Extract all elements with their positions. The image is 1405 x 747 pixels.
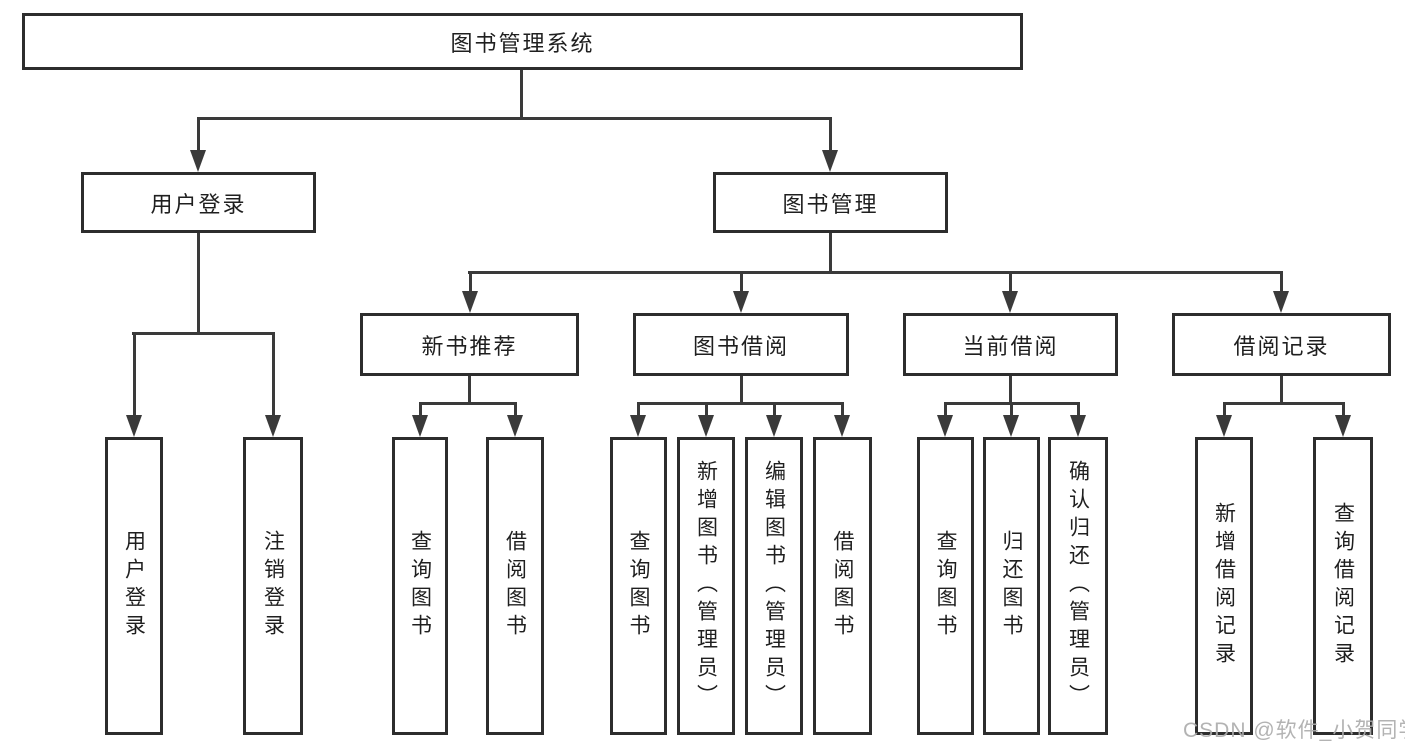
- arrow-head-icon: [1003, 415, 1019, 437]
- leaf-add-books-admin: 新增图书（管理员）: [677, 437, 735, 735]
- edge-line: [419, 402, 422, 417]
- node-new-book-recommend: 新书推荐: [360, 313, 579, 376]
- edge-line: [1280, 376, 1283, 405]
- node-user-login: 用户登录: [81, 172, 316, 233]
- edge-line: [520, 70, 523, 118]
- arrow-head-icon: [630, 415, 646, 437]
- edge-line: [637, 402, 640, 417]
- edge-line: [197, 117, 831, 120]
- arrow-head-icon: [834, 415, 850, 437]
- arrow-head-icon: [733, 291, 749, 313]
- node-book-management: 图书管理: [713, 172, 948, 233]
- leaf-query-books-current: 查询图书: [917, 437, 974, 735]
- edge-line: [468, 376, 471, 405]
- edge-line: [705, 402, 708, 417]
- leaf-logout-login: 注销登录: [243, 437, 303, 735]
- edge-line: [1077, 402, 1080, 417]
- leaf-confirm-return-admin: 确认归还（管理员）: [1048, 437, 1108, 735]
- edge-line: [133, 332, 136, 417]
- edge-line: [841, 402, 844, 417]
- edge-line: [740, 376, 743, 405]
- arrow-head-icon: [462, 291, 478, 313]
- edge-line: [468, 271, 1282, 274]
- node-current-borrowing: 当前借阅: [903, 313, 1118, 376]
- arrow-head-icon: [265, 415, 281, 437]
- leaf-borrow-books-recommend: 借阅图书: [486, 437, 544, 735]
- arrow-head-icon: [190, 150, 206, 172]
- arrow-head-icon: [822, 150, 838, 172]
- edge-line: [944, 402, 947, 417]
- arrow-head-icon: [698, 415, 714, 437]
- node-borrow-records: 借阅记录: [1172, 313, 1391, 376]
- arrow-head-icon: [126, 415, 142, 437]
- edge-line: [1009, 271, 1012, 293]
- node-book-borrowing: 图书借阅: [633, 313, 849, 376]
- edge-line: [1342, 402, 1345, 417]
- leaf-query-books-recommend: 查询图书: [392, 437, 448, 735]
- arrow-head-icon: [766, 415, 782, 437]
- edge-line: [419, 402, 516, 405]
- arrow-head-icon: [1070, 415, 1086, 437]
- edge-line: [829, 117, 832, 152]
- edge-line: [1280, 271, 1283, 293]
- edge-line: [1009, 376, 1012, 405]
- leaf-return-books: 归还图书: [983, 437, 1040, 735]
- edge-line: [1223, 402, 1226, 417]
- csdn-watermark: CSDN @软件_小贺同学: [1183, 719, 1405, 742]
- leaf-query-books-borrowing: 查询图书: [610, 437, 667, 735]
- leaf-user-login: 用户登录: [105, 437, 163, 735]
- arrow-head-icon: [1335, 415, 1351, 437]
- arrow-head-icon: [1216, 415, 1232, 437]
- arrow-head-icon: [412, 415, 428, 437]
- edge-line: [197, 117, 200, 152]
- edge-line: [132, 332, 274, 335]
- leaf-borrow-books-borrowing: 借阅图书: [813, 437, 872, 735]
- edge-line: [197, 233, 200, 335]
- leaf-edit-books-admin: 编辑图书（管理员）: [745, 437, 803, 735]
- node-root: 图书管理系统: [22, 13, 1023, 70]
- edge-line: [272, 332, 275, 417]
- arrow-head-icon: [937, 415, 953, 437]
- edge-line: [514, 402, 517, 417]
- edge-line: [469, 271, 472, 293]
- edge-line: [829, 233, 832, 273]
- edge-line: [1223, 402, 1344, 405]
- leaf-query-borrow-record: 查询借阅记录: [1313, 437, 1373, 735]
- edge-line: [773, 402, 776, 417]
- leaf-add-borrow-record: 新增借阅记录: [1195, 437, 1253, 735]
- edge-line: [1010, 402, 1013, 417]
- arrow-head-icon: [1002, 291, 1018, 313]
- arrow-head-icon: [1273, 291, 1289, 313]
- edge-line: [637, 402, 844, 405]
- edge-line: [740, 271, 743, 293]
- arrow-head-icon: [507, 415, 523, 437]
